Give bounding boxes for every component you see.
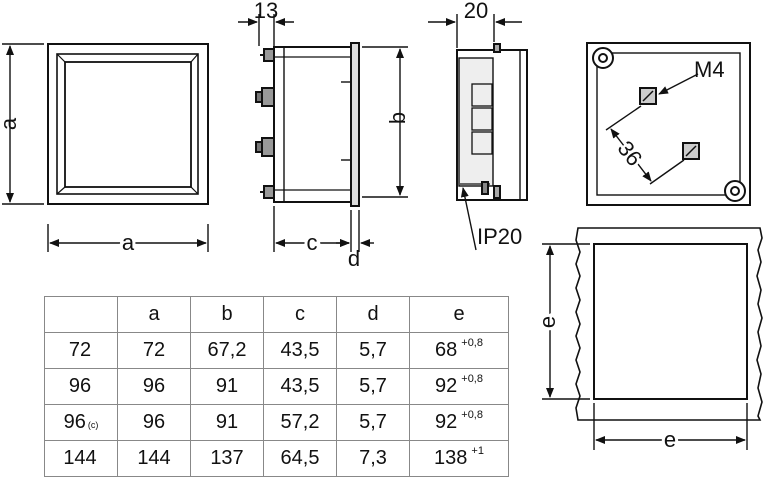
front-width-dimension [47,224,209,252]
cutout-opening [593,243,748,400]
side-height-label: b [385,112,410,124]
rear-panel-outer [586,42,751,206]
front-width-label: a [122,230,135,255]
table-row: 96(c) 96 91 57,2 5,7 92+0,8 [44,404,509,441]
side-flange [350,42,360,207]
ip-rating-label: IP20 [477,224,522,249]
rear-depth-dimension [428,14,522,48]
a-cell: 96 [117,368,191,405]
c-cell: 43,5 [263,332,337,369]
side-flange-dimension [336,210,374,252]
dimensions-table: a b c d e 72 72 67,2 43,5 5,7 68+0,8 96 … [44,296,509,477]
terminal-bottom [260,185,275,199]
side-protrusion-label: 13 [254,0,278,23]
b-cell: 137 [190,440,264,477]
c-cell: 57,2 [263,404,337,441]
ip-rating-leader [460,187,477,251]
screw-size-leader [658,73,699,95]
d-cell: 5,7 [336,332,410,369]
table-row: 96 96 91 43,5 5,7 92+0,8 [44,368,509,405]
model-cell: 144 [44,440,118,477]
screw-terminal-upper [639,87,657,105]
screw-terminal-lower [682,142,700,160]
header-cell-c: c [263,296,337,333]
d-cell: 5,7 [336,368,410,405]
cutout-height-dimension [542,243,590,400]
b-cell: 91 [190,368,264,405]
hole-spacing-dimension [605,105,685,185]
b-cell: 91 [190,404,264,441]
screw-size-label: M4 [694,57,725,82]
hole-spacing-label: 36 [613,136,648,171]
table-row: 144 144 137 64,5 7,3 138+1 [44,440,509,477]
e-cell: 92+0,8 [409,368,509,405]
c-cell: 64,5 [263,440,337,477]
side-view [255,42,360,207]
front-bezel-outer [47,43,209,205]
model-cell: 96(c) [44,404,118,441]
header-cell-a: a [117,296,191,333]
d-cell: 7,3 [336,440,410,477]
side-flange-label: d [348,246,360,271]
rear-depth-label: 20 [464,0,488,23]
model-cell: 96 [44,368,118,405]
a-cell: 144 [117,440,191,477]
side-protrusion-dimension [238,14,294,46]
cutout-width-dimension [593,403,748,450]
front-bezel-inner [56,53,199,195]
terminal-top [260,48,275,62]
e-cell: 92+0,8 [409,404,509,441]
rear-housing [456,49,528,201]
mounting-hole-bottom [724,180,746,202]
side-height-dimension [362,46,408,198]
b-cell: 67,2 [190,332,264,369]
rear-view [586,42,751,206]
rear-side-view [456,43,528,201]
table-row: 72 72 67,2 43,5 5,7 68+0,8 [44,332,509,369]
front-height-dimension [2,43,44,205]
d-cell: 5,7 [336,404,410,441]
cutout-width-label: e [664,427,676,452]
table-header-row: a b c d e [44,296,509,333]
cutout-height-label: e [535,316,560,328]
header-cell-e: e [409,296,509,333]
e-cell: 68+0,8 [409,332,509,369]
a-cell: 96 [117,404,191,441]
side-body [273,46,352,203]
header-cell-b: b [190,296,264,333]
front-window [64,61,192,188]
panel-cutout [575,227,763,421]
mounting-hole-top [592,47,614,69]
terminal-lower [255,137,275,157]
a-cell: 72 [117,332,191,369]
rear-panel-inner [596,52,741,196]
terminal-upper [255,87,275,107]
front-view [47,43,209,205]
panel-plate [575,227,763,421]
c-cell: 43,5 [263,368,337,405]
front-height-label: a [0,117,21,130]
header-cell-d: d [336,296,410,333]
side-depth-label: c [307,230,318,255]
e-cell: 138+1 [409,440,509,477]
header-cell-model [44,296,118,333]
model-cell: 72 [44,332,118,369]
